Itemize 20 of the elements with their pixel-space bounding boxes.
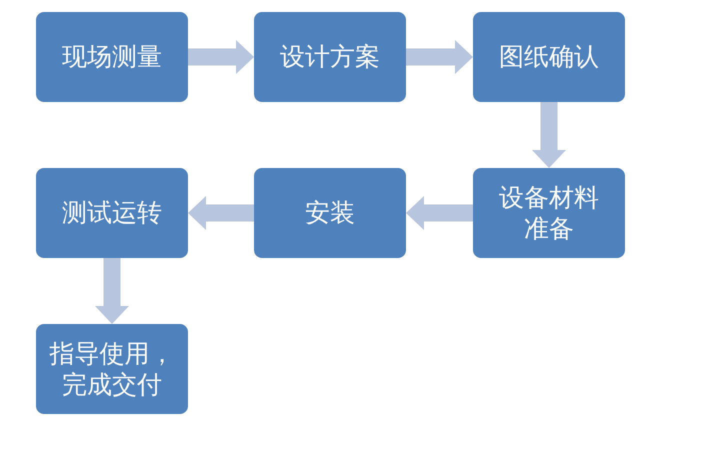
block-arrow xyxy=(188,40,254,74)
step-label: 测试运转 xyxy=(62,197,162,229)
step-label: 安装 xyxy=(305,197,355,229)
process-box xyxy=(36,12,188,102)
step-label: 设备材料准备 xyxy=(498,182,600,244)
step-label: 指导使用，完成交付 xyxy=(48,338,176,400)
process-box xyxy=(254,12,406,102)
block-arrow xyxy=(532,102,566,168)
block-arrow xyxy=(406,196,473,230)
process-box xyxy=(36,324,188,414)
step-label: 现场测量 xyxy=(62,41,162,73)
block-arrow xyxy=(95,258,129,324)
process-box xyxy=(254,168,406,258)
process-box xyxy=(473,168,625,258)
process-box xyxy=(473,12,625,102)
step-label: 图纸确认 xyxy=(499,41,599,73)
process-box xyxy=(36,168,188,258)
block-arrow xyxy=(406,40,473,74)
step-label: 设计方案 xyxy=(280,41,380,73)
block-arrow xyxy=(188,196,254,230)
